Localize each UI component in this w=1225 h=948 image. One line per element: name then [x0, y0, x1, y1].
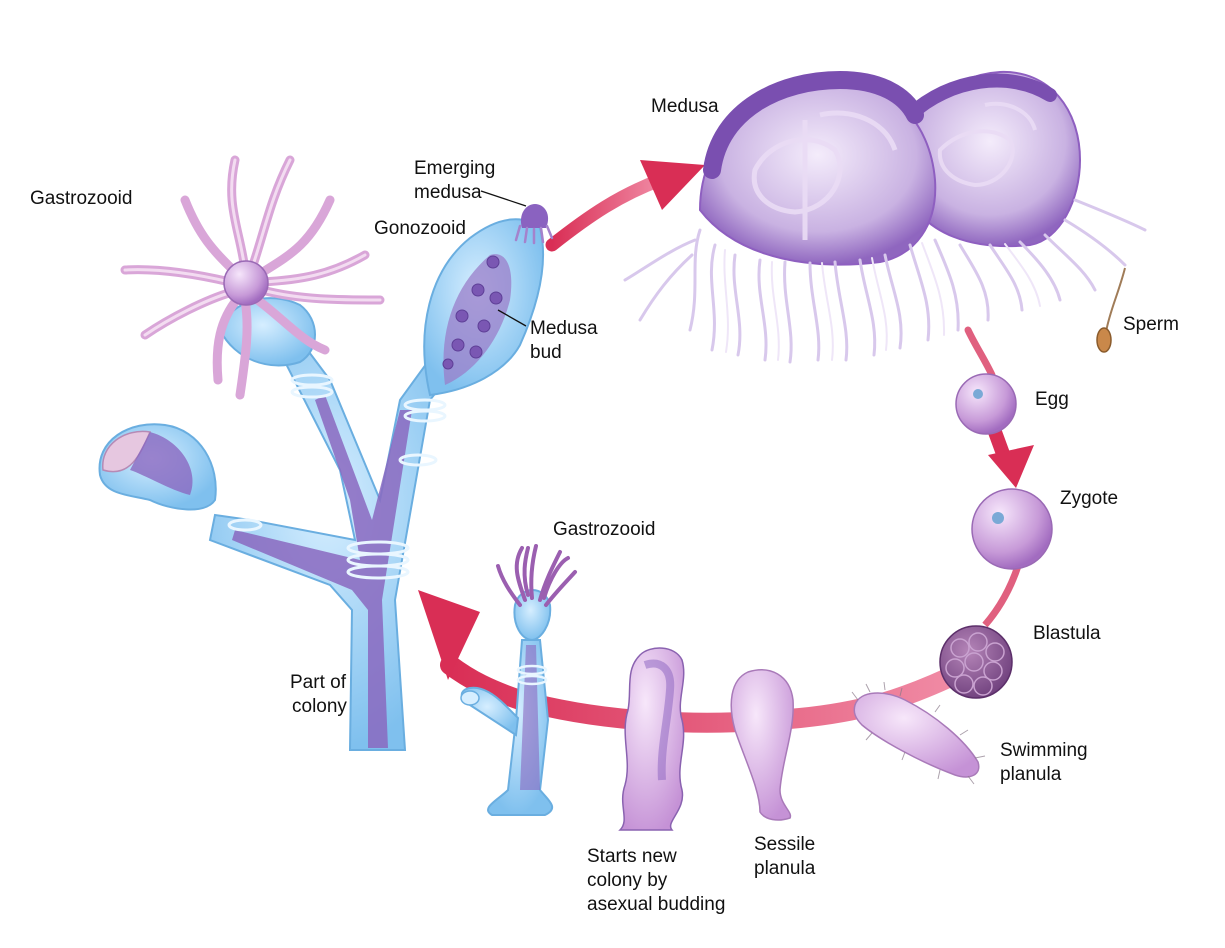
line-medusa-to-egg — [964, 326, 996, 379]
sperm — [1096, 267, 1126, 353]
small-gastrozooid-tentacles — [496, 544, 577, 607]
label-sessile-planula-2: planula — [754, 858, 816, 879]
label-starts-new-colony-3: asexual budding — [587, 894, 726, 915]
blastula — [939, 625, 1013, 699]
label-medusa-bud-1: Medusa — [530, 318, 598, 339]
label-emerging-medusa-2: medusa — [414, 182, 482, 203]
new-colony-bud — [618, 647, 685, 831]
medusa-tentacles — [623, 198, 1147, 364]
arrow-egg-to-zygote-head — [988, 445, 1034, 488]
colony-core — [232, 395, 412, 748]
label-gastrozooid-bottom: Gastrozooid — [553, 519, 656, 540]
leader-lines — [480, 190, 527, 327]
arrow-return-to-colony-head — [418, 590, 480, 680]
label-sessile-planula-1: Sessile — [754, 834, 816, 855]
label-emerging-medusa-1: Emerging — [414, 158, 496, 179]
medusa-buds — [442, 255, 503, 370]
medusa-tentacles-light — [723, 242, 1041, 361]
swimming-planula — [851, 681, 986, 785]
label-starts-new-colony-1: Starts new — [587, 846, 677, 867]
gastrozooid-open — [120, 155, 385, 400]
egg — [955, 373, 1017, 435]
gonozooid — [423, 204, 554, 397]
label-gonozooid: Gonozooid — [374, 218, 466, 239]
colony — [98, 155, 554, 751]
label-swimming-planula-1: Swimming — [1000, 740, 1088, 761]
label-part-of-colony-2: colony — [292, 696, 347, 717]
sessile-planula — [730, 669, 794, 821]
label-medusa: Medusa — [651, 96, 719, 117]
arrow-to-medusa — [545, 173, 667, 252]
hypostome — [223, 260, 269, 306]
small-gastrozooid — [460, 544, 577, 816]
zygote-nucleus — [992, 512, 1004, 524]
medusae — [623, 70, 1147, 364]
emerging-medusa — [514, 204, 554, 245]
label-blastula: Blastula — [1033, 623, 1101, 644]
label-zygote: Zygote — [1060, 488, 1119, 509]
zygote — [971, 488, 1053, 570]
label-starts-new-colony-2: colony by — [587, 870, 668, 891]
closed-polyp — [98, 423, 217, 511]
label-sperm: Sperm — [1123, 314, 1179, 335]
label-gastrozooid-top: Gastrozooid — [30, 188, 133, 209]
label-part-of-colony-1: Part of — [290, 672, 346, 693]
label-swimming-planula-2: planula — [1000, 764, 1062, 785]
colony-rings — [227, 373, 447, 580]
label-medusa-bud-2: bud — [530, 342, 562, 363]
egg-nucleus — [973, 389, 983, 399]
medusa-front — [698, 70, 937, 266]
label-egg: Egg — [1035, 389, 1069, 410]
medusa-back — [898, 70, 1082, 248]
arrow-to-medusa-head — [640, 160, 705, 210]
line-zygote-to-blastula — [982, 564, 1022, 628]
